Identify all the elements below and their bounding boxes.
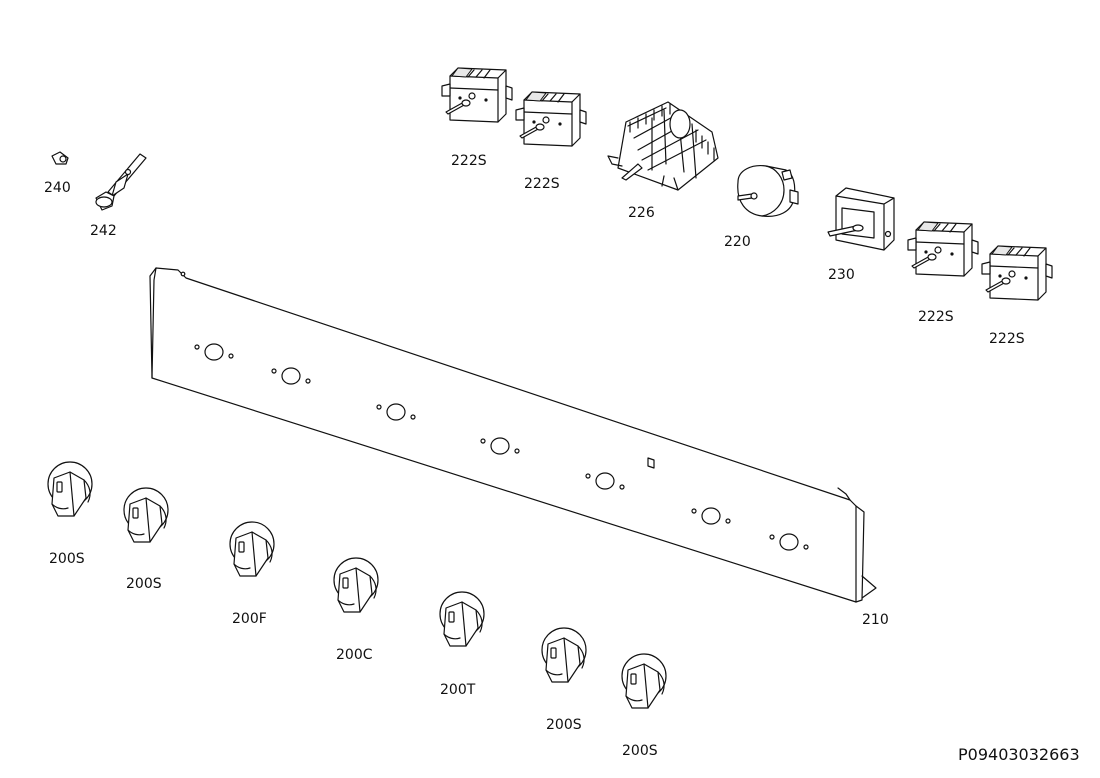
part-200s-knob-2 [123,487,169,543]
label-200s-3: 200S [546,717,582,733]
label-222s-right-2: 222S [989,331,1025,347]
panel-hole-2 [271,367,311,385]
part-200s-knob-4 [621,653,667,709]
label-200c: 200C [336,647,373,663]
part-210-control-panel [149,267,877,603]
label-242: 242 [90,223,117,239]
part-226-selector-switch [607,101,719,191]
label-222s-top-2: 222S [524,176,560,192]
label-200f: 200F [232,611,267,627]
label-200s-1: 200S [49,551,85,567]
part-200t-knob [439,591,485,647]
label-200s-4: 200S [622,743,658,759]
panel-hole-3 [376,403,416,421]
label-240: 240 [44,180,71,196]
label-200t: 200T [440,682,476,698]
part-200s-knob-1 [47,461,93,517]
part-242-sensor [95,153,147,211]
panel-hole-5 [585,472,625,490]
label-210: 210 [862,612,889,628]
panel-hole-7 [769,533,809,551]
diagram-reference-number: P09403032663 [958,745,1080,764]
label-222s-right-1: 222S [918,309,954,325]
panel-hole-4 [480,437,520,455]
part-222s-regulator-right-1 [907,221,979,277]
panel-hole-1 [194,343,234,361]
part-222s-regulator-top-2 [515,91,587,147]
part-200s-knob-3 [541,627,587,683]
label-226: 226 [628,205,655,221]
panel-hole-6 [691,507,731,525]
label-230: 230 [828,267,855,283]
part-240-clip [51,151,69,165]
part-222s-regulator-right-2 [981,245,1053,301]
part-230-thermostat [827,187,895,251]
part-200c-knob [333,557,379,613]
label-220: 220 [724,234,751,250]
label-200s-2: 200S [126,576,162,592]
part-222s-regulator-top-1 [441,67,513,123]
label-222s-top-1: 222S [451,153,487,169]
part-200f-knob [229,521,275,577]
part-220-timer [737,165,799,217]
